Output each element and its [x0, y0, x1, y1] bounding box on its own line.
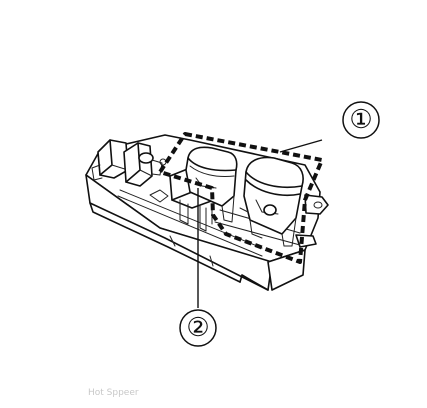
- right-rocker-switch: [239, 156, 304, 247]
- callout-2-label: ②: [186, 313, 209, 343]
- watermark-text: Hot Sppeer: [88, 388, 139, 398]
- callout-1-label: ①: [349, 105, 372, 135]
- callout-2: ②: [179, 188, 217, 347]
- main-switch-group-outline: [158, 132, 324, 264]
- lock-switch-block: [91, 139, 167, 187]
- callout-1: ①: [279, 101, 380, 153]
